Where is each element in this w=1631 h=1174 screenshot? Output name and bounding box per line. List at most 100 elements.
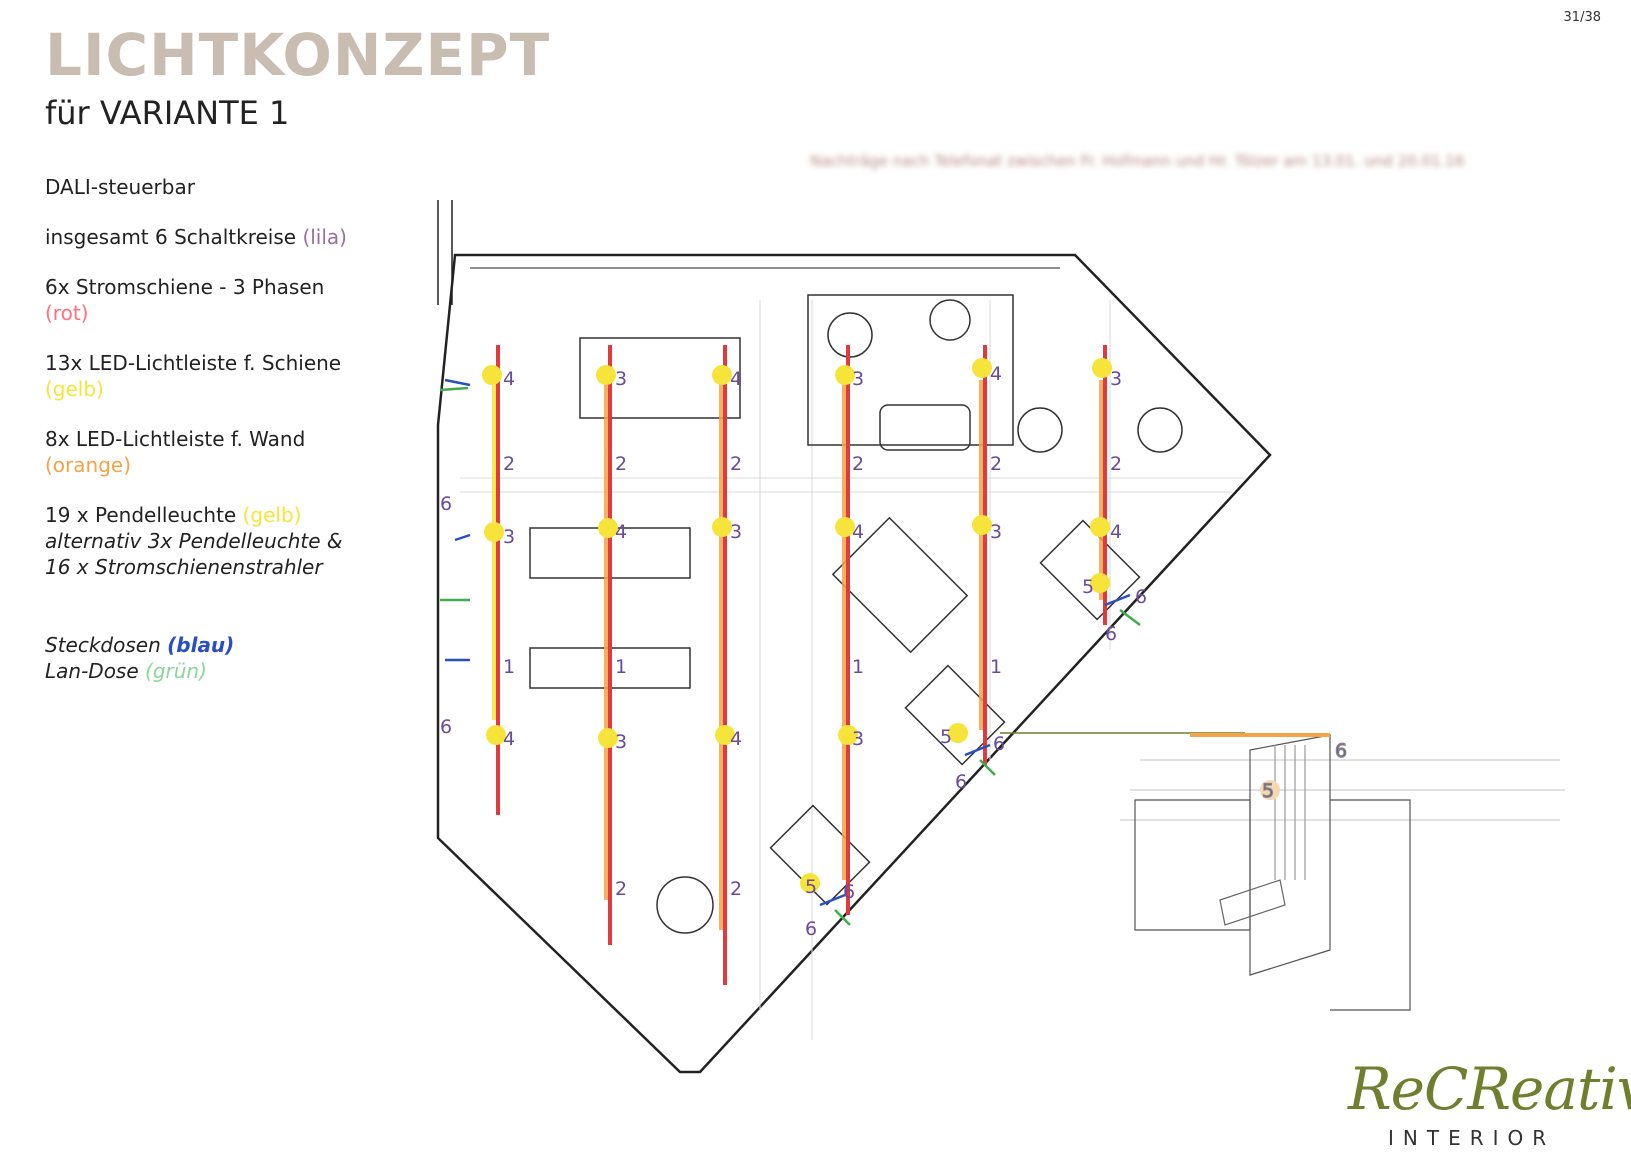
- walls: [436, 200, 1272, 1074]
- pendant: [972, 358, 992, 378]
- circuit-label: 4: [503, 368, 515, 390]
- circuit-label: 2: [990, 453, 1002, 475]
- circuit-label: 5: [1082, 576, 1094, 598]
- blurred-note: Nachträge nach Telefonat zwischen Fr. Ho…: [810, 152, 1465, 170]
- circuit-label: 2: [730, 453, 742, 475]
- pendant: [715, 725, 735, 745]
- sketch-label: 6: [1335, 740, 1347, 762]
- pendant: [484, 522, 504, 542]
- pendant: [482, 365, 502, 385]
- wall-left-stub: [437, 200, 453, 305]
- table-diag: [831, 516, 969, 654]
- sofa-1: [807, 294, 1014, 446]
- circuit-label: 4: [503, 728, 515, 750]
- booth-1: [1039, 519, 1141, 621]
- circuit-label: 3: [990, 521, 1002, 543]
- circuit-label: 4: [990, 363, 1002, 385]
- circuit-label: 3: [503, 526, 515, 548]
- circuit-label: 2: [615, 453, 627, 475]
- circuit-label: 6: [440, 493, 452, 515]
- pendant: [596, 365, 616, 385]
- circuit-label: 3: [730, 521, 742, 543]
- pendant: [800, 873, 820, 893]
- circuit-label: 2: [730, 878, 742, 900]
- circuit-label: 6: [993, 733, 1005, 755]
- legend-led-wall: 8x LED-Lichtleiste f. Wand: [45, 427, 306, 451]
- legend-circuits-color: (lila): [302, 225, 347, 249]
- lan-marker: [979, 759, 996, 776]
- legend-alt-line1: alternativ 3x Pendelleuchte &: [45, 529, 343, 553]
- pendant: [838, 725, 858, 745]
- pendant: [1090, 573, 1110, 593]
- lan-marker: [834, 909, 851, 926]
- legend-led-rail-color: (gelb): [45, 377, 104, 401]
- pendant: [598, 518, 618, 538]
- legend: DALI-steuerbar insgesamt 6 Schaltkreise …: [45, 174, 375, 684]
- legend-lan-color: (grün): [145, 659, 207, 683]
- armchair-3: [1017, 407, 1063, 453]
- circuit-numbers: 4 3 4 3 4 3 2 2 2 2 2 2 6 3 4 3 4 3 4 5 …: [440, 363, 1147, 940]
- page-subtitle: für VARIANTE 1: [45, 94, 290, 132]
- rails: [496, 345, 1107, 985]
- circuit-label: 5: [940, 726, 952, 748]
- legend-led-wall-color: (orange): [45, 453, 131, 477]
- wall-outline: [436, 253, 1272, 1074]
- sketch-label: 5: [1262, 780, 1274, 802]
- circuit-label: 2: [503, 453, 515, 475]
- legend-circuits: insgesamt 6 Schaltkreise (lila): [45, 225, 347, 249]
- socket-marker: [444, 378, 471, 387]
- circuit-label: 4: [730, 368, 742, 390]
- circuit-label: 1: [852, 656, 864, 678]
- legend-rails-color: (rot): [45, 301, 89, 325]
- booth-sketch: 5 6: [1120, 733, 1565, 1011]
- legend-sockets-color: (blau): [167, 633, 235, 657]
- socket-marker: [964, 743, 991, 757]
- pendant: [972, 515, 992, 535]
- socket-marker: [819, 893, 846, 907]
- furniture: [529, 294, 1183, 934]
- circuit-label: 1: [503, 656, 515, 678]
- circuit-label: 4: [615, 521, 627, 543]
- legend-dali: DALI-steuerbar: [45, 175, 195, 199]
- armchair-4: [1137, 407, 1183, 453]
- circuit-label: 1: [615, 656, 627, 678]
- socket-marker: [1104, 593, 1131, 607]
- pendant: [1092, 358, 1112, 378]
- page-number: 31/38: [1563, 10, 1601, 25]
- circuit-label: 6: [1105, 623, 1117, 645]
- legend-pendant: 19 x Pendelleuchte (gelb): [45, 503, 302, 527]
- pendant: [712, 365, 732, 385]
- logo-word: ReCReative: [1348, 1055, 1631, 1123]
- legend-pendant-color: (gelb): [242, 503, 302, 527]
- circuit-label: 2: [852, 453, 864, 475]
- pendant: [486, 725, 506, 745]
- page-title: LICHTKONZEPT: [45, 21, 551, 89]
- brand-logo: ReCReative INTERIOR: [1348, 1060, 1631, 1150]
- circuit-label: 3: [852, 368, 864, 390]
- circuit-label: 3: [1110, 368, 1122, 390]
- circuit-label: 4: [852, 521, 864, 543]
- sofa-2: [879, 404, 971, 451]
- circuit-label: 6: [1135, 586, 1147, 608]
- circuit-label: 6: [843, 881, 855, 903]
- pendant: [835, 365, 855, 385]
- circuit-label: 6: [955, 771, 967, 793]
- table-1: [579, 337, 741, 419]
- circuit-label: 1: [990, 656, 1002, 678]
- circuit-label: 4: [1110, 521, 1122, 543]
- circuit-label: 3: [615, 368, 627, 390]
- pendants: [482, 358, 1112, 893]
- round-table: [656, 876, 714, 934]
- legend-rails: 6x Stromschiene - 3 Phasen: [45, 275, 325, 299]
- logo-sub: INTERIOR: [1388, 1126, 1556, 1150]
- lan-marker: [1119, 609, 1141, 626]
- pendant: [712, 517, 732, 537]
- circuit-label: 3: [852, 728, 864, 750]
- pendant: [1090, 517, 1110, 537]
- legend-alt-line2: 16 x Stromschienenstrahler: [45, 555, 323, 579]
- circuit-label: 6: [440, 716, 452, 738]
- legend-lan: Lan-Dose (grün): [45, 659, 207, 683]
- circuit-label: 3: [615, 731, 627, 753]
- socket-marker: [454, 533, 471, 542]
